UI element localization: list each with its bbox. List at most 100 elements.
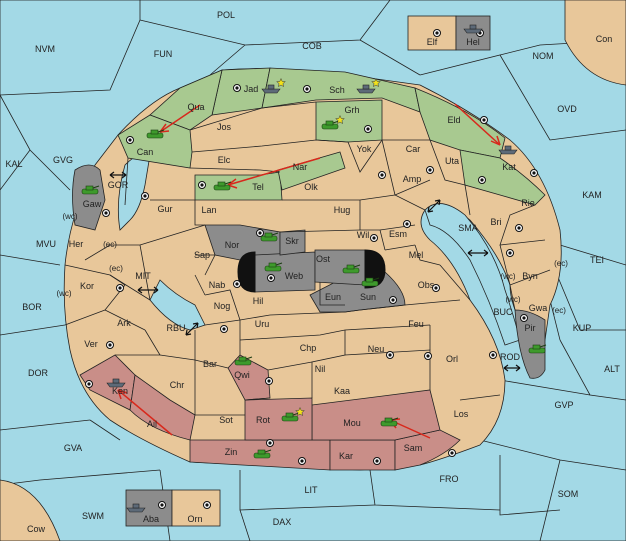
label-byn: Byn	[522, 271, 538, 281]
supply-center-ail-sc	[106, 341, 114, 349]
supply-center-zin-sc	[298, 457, 306, 465]
label-con: Con	[596, 34, 613, 44]
supply-center-amp-sc	[426, 166, 434, 174]
label-nom: NOM	[533, 51, 554, 61]
label-gva: GVA	[64, 443, 82, 453]
supply-center-aba-sc	[158, 501, 166, 509]
army-icon-qwi-army[interactable]	[234, 356, 253, 366]
fleet-icon-ken-fleet[interactable]	[106, 378, 126, 388]
army-icon-gaw-army[interactable]	[81, 185, 100, 195]
coast-kor-ec: (ec)	[109, 264, 123, 273]
label-sot: Sot	[219, 415, 233, 425]
label-cow: Cow	[27, 524, 46, 534]
label-pir: Pir	[525, 323, 536, 333]
sea-sma[interactable]	[424, 203, 521, 346]
label-orl: Orl	[446, 354, 458, 364]
label-ver: Ver	[84, 339, 98, 349]
label-web: Web	[285, 271, 303, 281]
supply-center-ken-sc	[85, 380, 93, 388]
fleet-icon-kat-fleet[interactable]	[498, 145, 518, 155]
army-icon-pir-army[interactable]	[528, 344, 547, 354]
label-sam: Sam	[404, 443, 423, 453]
label-bri: Bri	[491, 217, 502, 227]
fleet-icon-jad-fleet[interactable]	[261, 77, 286, 94]
supply-center-orl-sc	[489, 351, 497, 359]
supply-center-qwi-sc	[265, 377, 273, 385]
region-tel[interactable]	[194, 171, 283, 201]
supply-center-tel-sc	[198, 181, 206, 189]
label-lit: LIT	[304, 485, 318, 495]
army-icon-grh-army[interactable]	[321, 114, 345, 130]
region-orn[interactable]	[171, 489, 221, 527]
label-chp: Chp	[300, 343, 317, 353]
label-ost: Ost	[316, 254, 331, 264]
coast-gwa-ec: (ec)	[552, 306, 566, 315]
label-obs: Obs	[418, 280, 435, 290]
fleet-icon-aba-fleet[interactable]	[126, 503, 146, 513]
army-icon-mou-army[interactable]	[380, 417, 399, 427]
label-elc: Elc	[218, 155, 231, 165]
convoy-arrows	[109, 171, 521, 372]
label-nab: Nab	[209, 280, 226, 290]
sea-rbu[interactable]	[149, 279, 206, 331]
label-ovd: OVD	[557, 104, 577, 114]
label-jos: Jos	[217, 122, 232, 132]
label-som: SOM	[558, 489, 579, 499]
label-gvg: GVG	[53, 155, 73, 165]
label-zin: Zin	[225, 447, 238, 457]
region-gaw[interactable]	[72, 164, 106, 231]
supply-center-nab-sc	[233, 280, 241, 288]
army-icon-rot-army[interactable]	[281, 406, 305, 422]
label-mvu: MVU	[36, 239, 56, 249]
label-sma: SMA	[458, 223, 478, 233]
supply-center-kor-sc	[116, 284, 124, 292]
army-icon-zin-army[interactable]	[253, 449, 272, 459]
region-rot[interactable]	[244, 397, 313, 441]
supply-center-kar-sc	[373, 457, 381, 465]
supply-center-jad-sc	[233, 84, 241, 92]
region-kat[interactable]	[459, 149, 546, 206]
region-elf[interactable]	[407, 15, 457, 51]
supply-center-can-sc	[126, 136, 134, 144]
label-ken: Ken	[112, 386, 128, 396]
army-icon-sun-army[interactable]	[361, 277, 380, 287]
label-rot: Rot	[256, 415, 271, 425]
region-skr[interactable]	[279, 229, 306, 256]
label-fun: FUN	[154, 49, 173, 59]
army-icon-tel-army[interactable]	[213, 181, 232, 191]
region-sam[interactable]	[394, 429, 461, 471]
supply-center-uta-sc	[478, 176, 486, 184]
region-qua[interactable]	[149, 69, 223, 131]
supply-center-orn-sc	[203, 501, 211, 509]
supply-center-hil-sc	[220, 325, 228, 333]
army-icon-web-army[interactable]	[264, 262, 283, 272]
supply-center-sam-sc	[448, 449, 456, 457]
label-qua: Qua	[187, 102, 204, 112]
army-icon-can-army[interactable]	[146, 129, 165, 139]
supply-center-gaw-sc	[102, 209, 110, 217]
supply-center-sun-sc	[389, 296, 397, 304]
fleet-icon-hel-fleet[interactable]	[463, 24, 483, 34]
label-mel: Mel	[409, 250, 424, 260]
label-tel: Tel	[252, 182, 264, 192]
label-buc: BUC	[493, 307, 513, 317]
label-amp: Amp	[403, 174, 422, 184]
region-hel[interactable]	[455, 15, 491, 51]
label-gwa: Gwa	[529, 303, 548, 313]
label-kor: Kor	[80, 281, 94, 291]
fleet-icon-sch-fleet[interactable]	[356, 77, 381, 94]
label-aba: Aba	[143, 514, 159, 524]
label-grh: Grh	[344, 105, 359, 115]
army-icon-ost-army[interactable]	[342, 264, 361, 274]
label-hug: Hug	[334, 205, 351, 215]
label-nog: Nog	[214, 301, 231, 311]
label-chr: Chr	[170, 380, 185, 390]
supply-center-obs-sc	[432, 284, 440, 292]
label-rie: Rie	[521, 198, 535, 208]
label-wil: Wil	[357, 230, 370, 240]
army-icon-nor-army[interactable]	[260, 232, 279, 242]
label-mit: MIT	[135, 271, 151, 281]
label-feu: Feu	[408, 319, 424, 329]
region-pir[interactable]	[514, 309, 546, 379]
